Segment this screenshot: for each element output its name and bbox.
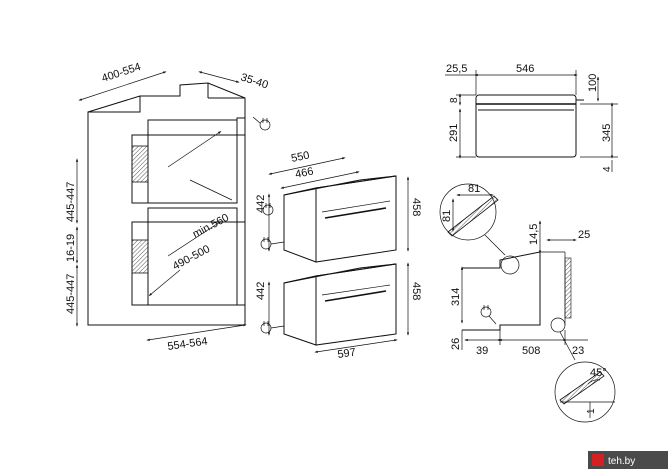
dim-top-h-right: 100 <box>587 74 599 92</box>
dim-oven-h-front-bottom: 458 <box>410 282 422 300</box>
vent-top <box>131 145 149 183</box>
dim-top-offset: 25,5 <box>446 63 467 75</box>
dim-min-depth: min.560 <box>191 212 231 241</box>
dim-opening-width: 490-500 <box>171 243 212 273</box>
section-outline <box>462 251 541 331</box>
dim-height-bottom: 445-447 <box>65 274 77 314</box>
dim-rear-gap: 35-40 <box>239 71 269 91</box>
dim-side-body: 291 <box>448 124 460 142</box>
dim-side-bottom: 4 <box>602 166 613 172</box>
dim-508: 508 <box>522 345 540 357</box>
plug-icon <box>480 305 497 325</box>
dim-314: 314 <box>450 288 462 306</box>
dim-angle-45: 45° <box>590 367 607 379</box>
oven-drawings: 550 466 442 442 458 458 597 <box>255 149 422 361</box>
dim-25: 25 <box>578 229 590 241</box>
side-view-top: 25,5 546 100 345 4 8 291 <box>445 63 618 172</box>
niche-top <box>131 117 246 204</box>
dim-angle-a: 81 <box>468 183 480 195</box>
dim-23: 23 <box>572 345 584 357</box>
oven-top-front <box>315 175 397 263</box>
plug-icon <box>252 116 271 131</box>
cabinet-outline <box>87 82 246 326</box>
dim-oven-width: 597 <box>337 347 357 361</box>
cabinet-drawing: 400-554 35-40 445-447 16-19 445-447 min.… <box>65 61 274 353</box>
dim-oven-depth-body: 466 <box>294 165 314 181</box>
oven-bottom-front <box>315 263 397 346</box>
dim-1: 1 <box>586 408 597 414</box>
dim-angle-b: 81 <box>441 210 453 222</box>
watermark-text: teh.by <box>608 456 635 467</box>
plug-icon <box>260 321 285 334</box>
dim-inner-width: 554-564 <box>167 335 209 353</box>
watermark: teh.by <box>588 451 668 469</box>
plug-icon <box>260 237 285 250</box>
dim-14-5: 14,5 <box>528 224 540 245</box>
dim-oven-h-front-top: 458 <box>410 198 422 216</box>
dim-oven-h-body-bottom: 442 <box>255 282 267 300</box>
dim-oven-h-body-top: 442 <box>255 195 267 213</box>
dim-39: 39 <box>476 345 488 357</box>
dim-height-top: 445-447 <box>65 182 77 222</box>
dim-top-depth: 546 <box>516 63 534 75</box>
detail-circle-top <box>439 183 497 241</box>
dim-side-total: 345 <box>601 124 613 142</box>
vent-bottom <box>131 239 149 274</box>
dim-oven-depth-total: 550 <box>290 149 310 165</box>
dim-side-gap-top: 8 <box>449 97 460 103</box>
dim-gap-mid: 16-19 <box>65 234 77 262</box>
cross-section: 81 81 14,5 25 314 26 39 508 23 <box>439 183 616 423</box>
detail-circle-bottom <box>554 361 616 423</box>
side-view-body <box>475 94 577 158</box>
niche-bottom <box>131 221 246 306</box>
dim-26: 26 <box>450 338 462 350</box>
